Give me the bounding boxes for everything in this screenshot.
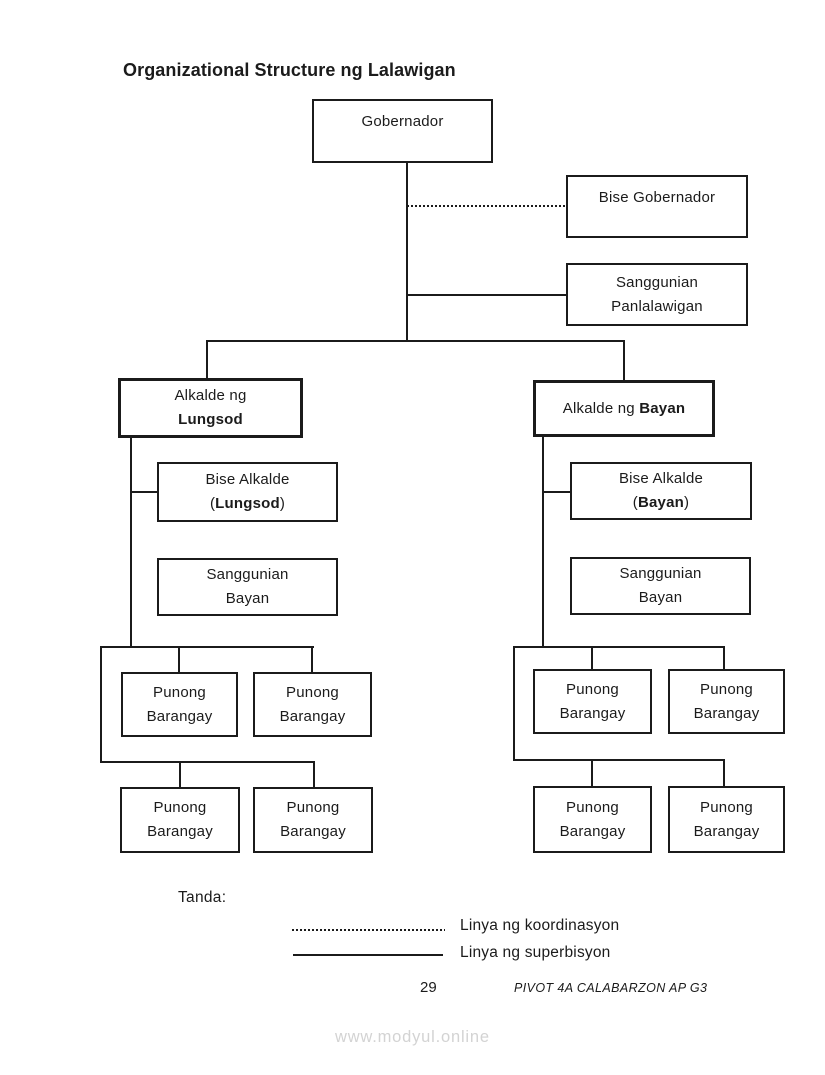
node-punong-barangay: Punong Barangay — [533, 669, 652, 734]
node-punong-barangay: Punong Barangay — [533, 786, 652, 853]
node-label-line2: Barangay — [146, 707, 213, 725]
connector-punong-drop — [723, 759, 725, 786]
connector-bayan-bise-alkalde — [542, 491, 570, 493]
connector-bayan-barangay-bottom — [513, 759, 725, 761]
node-label-bold: Lungsod — [215, 495, 280, 512]
node-label-line1: Punong — [153, 799, 207, 816]
legend-supervision-label: Linya ng superbisyon — [460, 944, 611, 961]
page-number: 29 — [420, 979, 437, 996]
connector-bayan-barangay-top — [513, 646, 725, 648]
node-sanggunian-panlalawigan: Sanggunian Panlalawigan — [566, 263, 748, 326]
connector-punong-drop — [178, 646, 180, 672]
node-label-line1: Punong — [153, 683, 206, 701]
coordination-line-sample — [292, 929, 445, 931]
node-label-line1: Bise Alkalde — [205, 471, 290, 488]
connector-punong-drop — [179, 761, 181, 787]
node-label-line1: Punong — [566, 680, 619, 698]
legend-heading: Tanda: — [178, 889, 227, 906]
node-punong-barangay: Punong Barangay — [253, 672, 372, 737]
connector-punong-drop — [723, 646, 725, 669]
node-label-line1: Punong — [286, 799, 340, 816]
node-label-line2: Panlalawigan — [611, 297, 703, 315]
watermark: www.modyul.online — [335, 1028, 490, 1046]
node-label-line2: Barangay — [559, 704, 626, 722]
node-label-prefix: Alkalde ng — [562, 399, 635, 417]
legend-coordination-label: Linya ng koordinasyon — [460, 917, 620, 934]
paren-open: ( — [632, 494, 638, 511]
node-label-line1: Punong — [286, 683, 339, 701]
connector-lungsod-barangay-side — [100, 646, 102, 763]
node-punong-barangay: Punong Barangay — [121, 672, 238, 737]
node-gobernador: Gobernador — [312, 99, 493, 163]
node-label: Gobernador — [361, 113, 444, 130]
node-label-bold: Bayan — [637, 494, 685, 511]
node-label-line2: (Lungsod) — [210, 492, 285, 516]
node-label-line1: Sanggunian — [615, 273, 699, 291]
connector-sanggunian-panlalawigan — [407, 294, 567, 296]
node-label-line1: Alkalde ng — [174, 387, 247, 404]
connector-branch-left-drop — [206, 340, 208, 379]
node-label-line2: Barangay — [147, 823, 213, 840]
connector-bayan-trunk — [542, 436, 544, 648]
connector-branch-horizontal — [206, 340, 625, 342]
connector-punong-drop — [591, 759, 593, 786]
coordination-line-bise-gobernador — [407, 205, 566, 207]
connector-lungsod-barangay-bottom — [100, 761, 315, 763]
connector-lungsod-trunk — [130, 438, 132, 648]
node-alkalde-ng-lungsod: Alkalde ng Lungsod — [118, 378, 303, 438]
connector-punong-drop — [591, 646, 593, 669]
node-label-line1: Bise Alkalde — [618, 470, 704, 487]
connector-lungsod-bise-alkalde — [130, 491, 157, 493]
node-label-line2: Barangay — [279, 707, 346, 725]
node-sanggunian-bayan-left: Sanggunian Bayan — [157, 558, 338, 616]
node-punong-barangay: Punong Barangay — [253, 787, 373, 853]
node-label: Alkalde ng Bayan — [563, 397, 685, 421]
node-punong-barangay: Punong Barangay — [668, 786, 785, 853]
node-label-bold: Bayan — [639, 399, 686, 417]
connector-lungsod-barangay-top — [100, 646, 314, 648]
paren-close: ) — [684, 494, 690, 511]
node-punong-barangay: Punong Barangay — [668, 669, 785, 734]
node-label-line2: Barangay — [693, 822, 760, 840]
node-bise-gobernador: Bise Gobernador — [566, 175, 748, 238]
node-punong-barangay: Punong Barangay — [120, 787, 240, 853]
node-label-line2: (Bayan) — [633, 491, 689, 515]
node-label-line1: Sanggunian — [619, 565, 702, 582]
node-label-line2: Barangay — [559, 822, 626, 840]
connector-branch-right-drop — [623, 340, 625, 381]
connector-bayan-barangay-side — [513, 646, 515, 761]
connector-gobernador-trunk — [406, 163, 408, 341]
paren-close: ) — [279, 495, 286, 512]
connector-punong-drop — [311, 646, 313, 672]
node-label-line1: Sanggunian — [206, 566, 289, 583]
node-label-line2: Lungsod — [178, 411, 243, 428]
node-label: Bise Gobernador — [598, 189, 716, 206]
node-label-line1: Punong — [700, 798, 753, 816]
node-bise-alkalde-lungsod: Bise Alkalde (Lungsod) — [157, 462, 338, 522]
supervision-line-sample — [293, 954, 443, 956]
node-label-line2: Barangay — [280, 823, 346, 840]
node-label-line1: Punong — [566, 798, 619, 816]
node-label-line2: Bayan — [638, 589, 683, 606]
page-title: Organizational Structure ng Lalawigan — [123, 60, 456, 80]
node-label-line1: Punong — [700, 680, 753, 698]
node-bise-alkalde-bayan: Bise Alkalde (Bayan) — [570, 462, 752, 520]
node-alkalde-ng-bayan: Alkalde ng Bayan — [533, 380, 715, 437]
paren-open: ( — [209, 495, 216, 512]
node-label-line2: Bayan — [225, 590, 270, 607]
node-sanggunian-bayan-right: Sanggunian Bayan — [570, 557, 751, 615]
node-label-line2: Barangay — [693, 704, 760, 722]
source-label: PIVOT 4A CALABARZON AP G3 — [514, 981, 708, 995]
connector-punong-drop — [313, 761, 315, 787]
